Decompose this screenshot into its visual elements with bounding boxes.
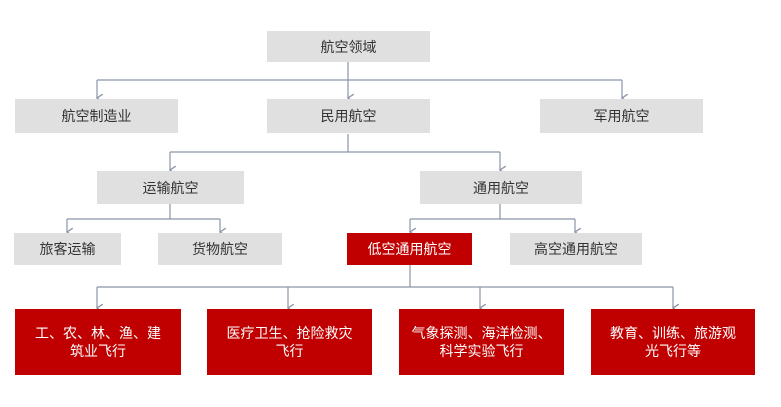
node-medical: 医疗卫生、抢险救灾飞行 (207, 309, 372, 375)
node-manufacturing: 航空制造业 (15, 99, 178, 133)
node-passenger: 旅客运输 (14, 233, 121, 265)
node-aviation: 航空领域 (267, 31, 430, 62)
edge-aviation-branch (97, 62, 622, 81)
node-low-altitude: 低空通用航空 (347, 233, 472, 265)
edge-general-branch (410, 204, 575, 220)
edge-civil-branch (170, 134, 500, 153)
node-high-altitude: 高空通用航空 (510, 233, 642, 265)
node-cargo: 货物航空 (158, 233, 282, 265)
node-transport: 运输航空 (97, 171, 244, 204)
node-science: 气象探测、海洋检测、科学实验飞行 (399, 309, 564, 375)
edge-transport-branch (67, 204, 220, 220)
node-military: 军用航空 (540, 99, 703, 133)
node-general: 通用航空 (420, 171, 582, 204)
node-industrial: 工、农、林、渔、建筑业飞行 (15, 309, 181, 375)
edge-low-branch (97, 265, 673, 288)
node-civil: 民用航空 (267, 99, 430, 133)
node-education: 教育、训练、旅游观光飞行等 (591, 309, 755, 375)
